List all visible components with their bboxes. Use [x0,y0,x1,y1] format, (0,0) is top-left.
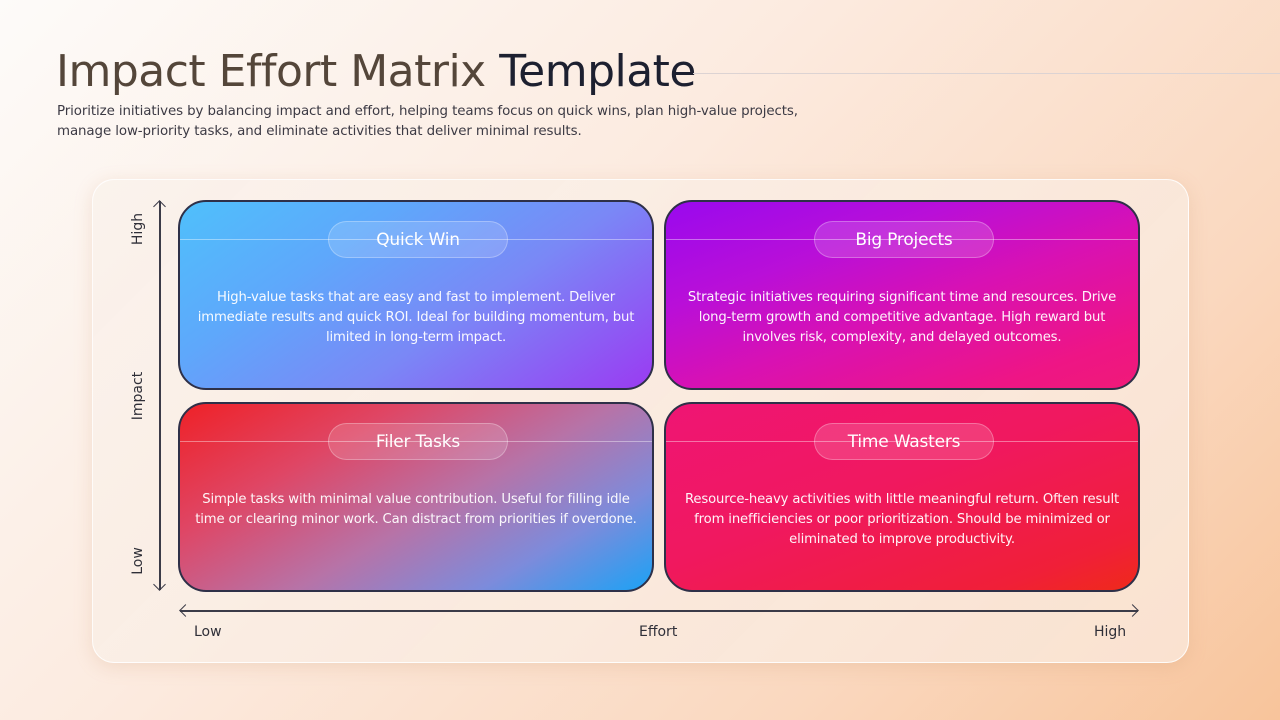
effort-low-label: Low [194,624,222,640]
quadrant-title-pill: Time Wasters [814,423,994,460]
card-divider [666,441,1138,442]
impact-high-label: High [130,212,146,246]
impact-low-label: Low [130,547,146,575]
title-divider [693,73,1280,74]
quadrant-title-pill: Quick Win [328,221,508,258]
quadrant-description: Resource-heavy activities with little me… [685,492,1119,547]
quadrant-title-pill: Filer Tasks [328,423,508,460]
quadrant-big-projects: Big Projects Strategic initiatives requi… [664,200,1140,390]
effort-high-label: High [1094,624,1127,640]
page-subtitle: Prioritize initiatives by balancing impa… [57,104,798,139]
impact-axis-line [159,201,161,590]
page-title: Impact Effort Matrix Template [56,44,697,100]
quadrant-description: High-value tasks that are easy and fast … [197,290,635,345]
impact-axis-label: Impact [130,371,146,421]
card-divider [180,441,652,442]
quadrant-description: Strategic initiatives requiring signific… [687,290,1117,345]
card-divider [180,239,652,240]
quadrant-filler-tasks: Filer Tasks Simple tasks with minimal va… [178,402,654,592]
quadrant-title-pill: Big Projects [814,221,994,258]
title-main: Impact Effort Matrix [56,46,486,97]
title-accent: Template [499,46,697,97]
card-divider [666,239,1138,240]
effort-axis-label: Effort [639,624,678,640]
quadrant-description: Simple tasks with minimal value contribu… [195,492,637,527]
effort-axis-line [180,610,1138,612]
quadrant-time-wasters: Time Wasters Resource-heavy activities w… [664,402,1140,592]
quadrant-quick-win: Quick Win High-value tasks that are easy… [178,200,654,390]
